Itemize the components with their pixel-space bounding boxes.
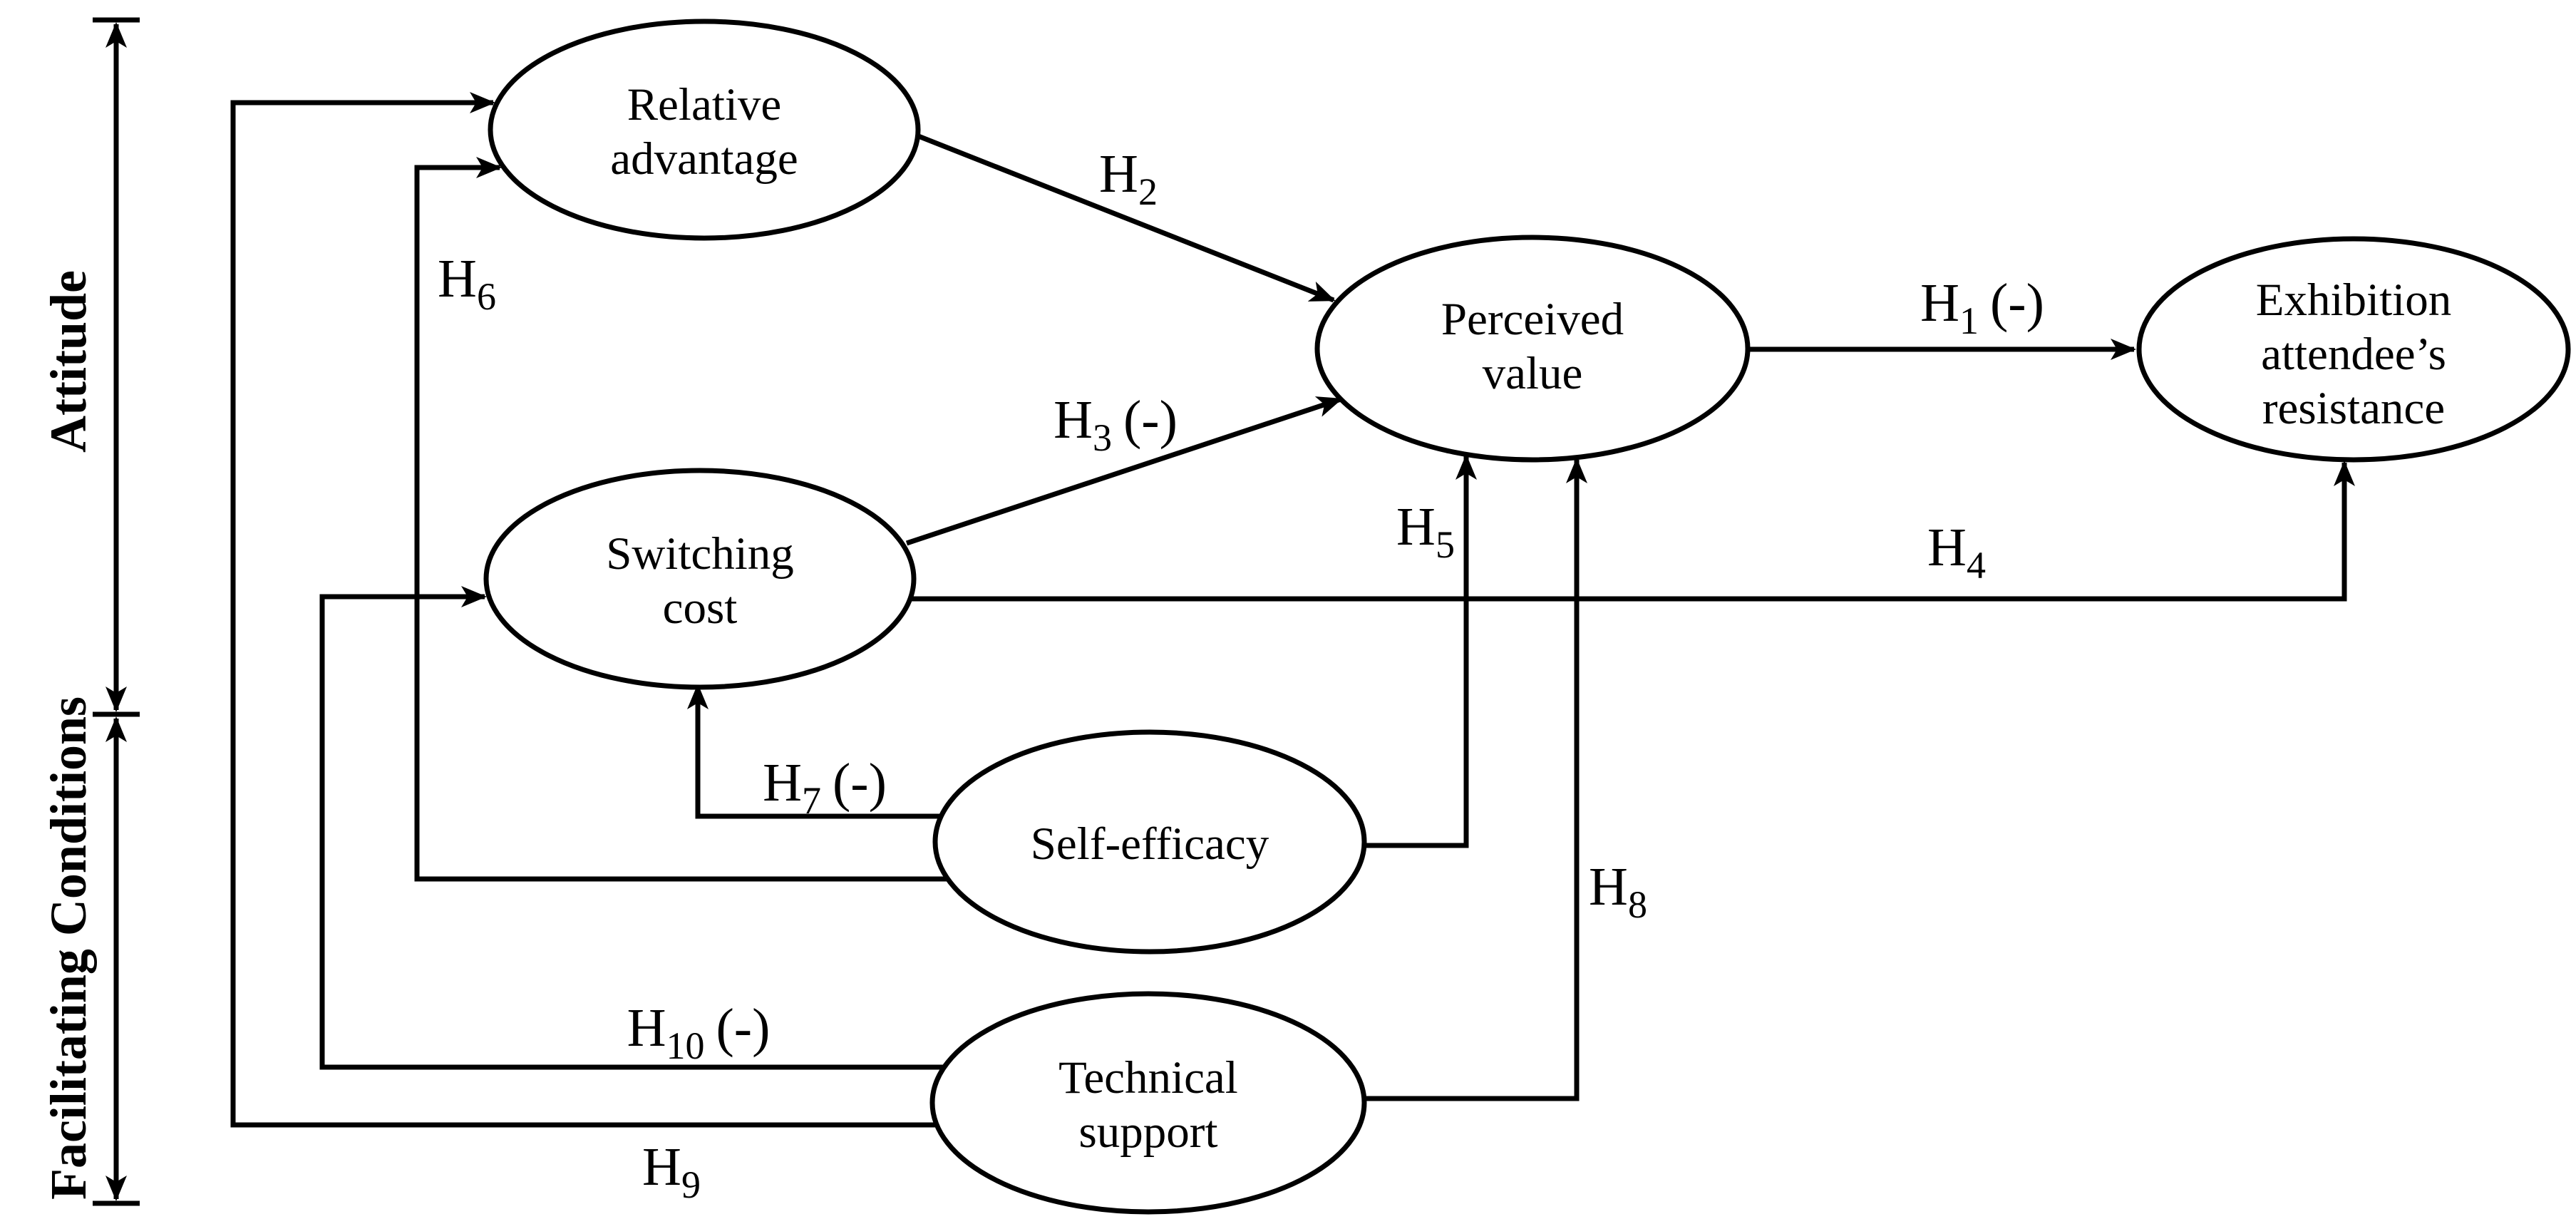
edge-h3-arrow	[905, 396, 1343, 546]
edge-labels: H1(-) H2 H3(-) H4 H5 H6 H7(-) H8 H9 H10(…	[438, 144, 2044, 1206]
edge-h9-label: H9	[642, 1137, 701, 1206]
edge-h8-arrow	[1364, 458, 1587, 1101]
edge-h3-label: H3(-)	[1053, 390, 1178, 459]
edge-h5-arrow	[1364, 454, 1477, 848]
perceived-value-ellipse	[1314, 235, 1751, 463]
edge-h1-label: H1(-)	[1920, 273, 2044, 342]
edges	[230, 92, 2355, 1128]
edge-h10-arrow	[319, 586, 948, 1070]
edge-h7-label: H7(-)	[763, 753, 887, 822]
facilitating-conditions-label: Facilitating Conditions	[40, 696, 97, 1200]
facilitating-conditions-axis: Facilitating Conditions	[40, 696, 140, 1206]
attitude-axis: Attitude	[40, 17, 140, 717]
edge-h7-arrow	[687, 684, 941, 819]
edge-h6-arrow	[414, 157, 948, 882]
attitude-label: Attitude	[40, 270, 97, 453]
edge-h9-arrow	[230, 92, 941, 1128]
edge-h5-label: H5	[1396, 497, 1455, 566]
node-self-efficacy: Self-efficacy	[932, 729, 1367, 955]
edge-h8-label: H8	[1589, 857, 1647, 926]
edge-h2-arrow	[912, 131, 1336, 303]
self-efficacy-ellipse	[932, 729, 1367, 955]
exhibition-attendees-resistance-ellipse	[2136, 236, 2571, 463]
edge-h2-label: H2	[1099, 144, 1158, 213]
edge-h10-label: H10(-)	[627, 998, 771, 1067]
switching-cost-ellipse	[483, 468, 917, 690]
edge-h4-label: H4	[1927, 518, 1986, 587]
relative-advantage-ellipse	[488, 19, 921, 241]
self-efficacy-label: Self-efficacy	[1031, 818, 1269, 870]
edge-h6-label: H6	[438, 249, 496, 318]
technical-support-ellipse	[929, 991, 1367, 1215]
edge-h4-arrow	[910, 461, 2355, 602]
